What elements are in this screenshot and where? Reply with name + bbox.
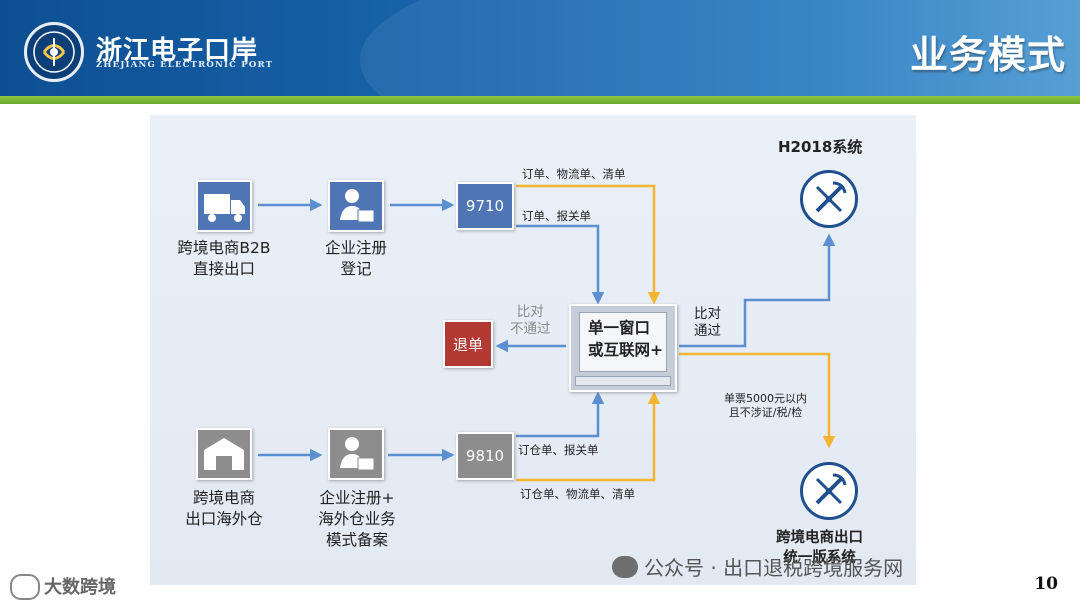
code-9710-box: 9710: [456, 182, 514, 230]
truck-icon: [204, 194, 245, 222]
arrow-9810-yellow: [516, 391, 661, 482]
overseas-export-label: 跨境电商 出口海外仓: [185, 489, 263, 528]
arrow-9710-yellow: [516, 184, 661, 305]
compare-fail-label: 比对 不通过: [510, 304, 551, 337]
register-box-1: [328, 180, 384, 232]
register-box-2: [328, 428, 384, 480]
h2018-label: H2018系统: [778, 138, 863, 156]
user-register-icon: [340, 437, 375, 471]
header-banner: 浙江电子口岸 ZHEJIANG ELECTRONIC PORT 业务模式: [0, 0, 1080, 96]
green-divider: [0, 96, 1080, 104]
unified-system-label: 跨境电商出口 统一版系统: [776, 530, 863, 566]
port-logo-icon: [24, 22, 84, 82]
code-9810-box: 9810: [456, 432, 514, 480]
reject-box: 退单: [443, 320, 493, 368]
single-window-box: 单一窗口 或互联网+: [569, 304, 677, 392]
watermark-center: 公众号 · 出口退税跨境服务网: [644, 556, 904, 580]
wechat-icon: [612, 556, 638, 578]
laptop-base: [575, 376, 671, 386]
diagram-panel: [150, 115, 916, 585]
code-9710-top-docs: 订单、物流单、清单: [522, 167, 626, 181]
condition-label: 单票5000元以内 且不涉证/税/检: [724, 392, 807, 419]
logo-english-name: ZHEJIANG ELECTRONIC PORT: [96, 60, 274, 70]
single-window-screen: 单一窗口 或互联网+: [579, 312, 667, 372]
arrow-to-unified: [679, 352, 836, 449]
warehouse-icon: [204, 438, 244, 470]
compare-pass-label: 比对 通过: [694, 306, 721, 339]
code-9710-bottom-docs: 订单、报关单: [522, 209, 591, 223]
watermark-left: 大数跨境: [44, 577, 116, 598]
register-label-1: 企业注册 登记: [324, 239, 387, 278]
h2018-seal-icon: [800, 170, 858, 228]
user-register-icon: [340, 189, 375, 223]
register-label-2: 企业注册+ 海外仓业务 模式备案: [318, 489, 396, 549]
overseas-export-box: [196, 428, 252, 480]
watermark-logo-icon: [10, 574, 40, 600]
page-number: 10: [1034, 574, 1058, 594]
code-9810-top-docs: 订仓单、报关单: [518, 443, 599, 457]
unified-seal-icon: [800, 462, 858, 520]
code-9810-bottom-docs: 订仓单、物流单、清单: [520, 487, 635, 501]
logo-name: 浙江电子口岸: [96, 36, 259, 66]
arrow-9710-blue: [516, 224, 605, 305]
b2b-export-label: 跨境电商B2B 直接出口: [177, 239, 271, 278]
arrow-to-h2018: [679, 233, 836, 348]
b2b-export-box: [196, 180, 252, 232]
arrow-9810-blue: [516, 391, 605, 438]
